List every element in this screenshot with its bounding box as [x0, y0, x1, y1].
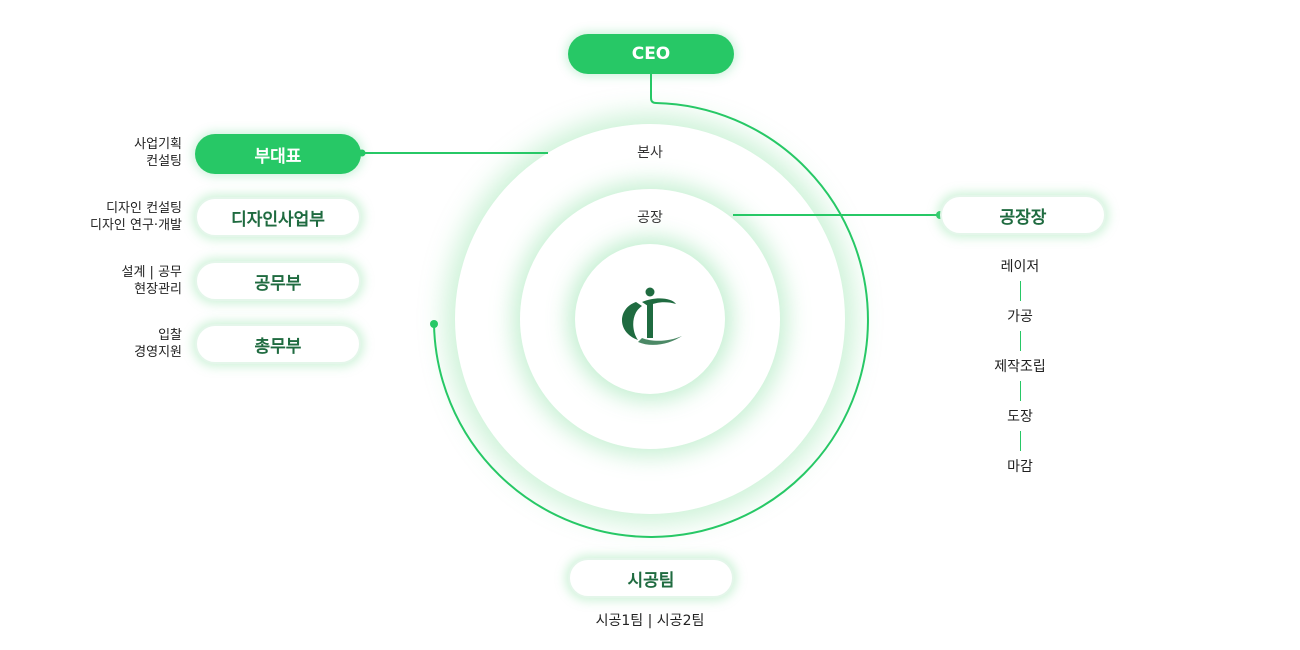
design-division-box: 디자인사업부 — [195, 197, 361, 237]
desc-line: 설계 | 공무 — [121, 265, 183, 280]
design-division-desc: 디자인 컨설팅 디자인 연구·개발 — [90, 200, 182, 234]
factory-process-item: 제작조립 — [994, 359, 1046, 375]
arc-end-dot — [430, 320, 438, 328]
desc-line: 현장관리 — [134, 282, 182, 297]
desc-line: 디자인 연구·개발 — [90, 218, 182, 233]
general-affairs-label: 총무부 — [254, 336, 302, 357]
general-affairs-desc: 입찰 경영지원 — [134, 327, 182, 361]
construction-team-label: 시공팀 — [627, 570, 675, 591]
process-separator — [1019, 381, 1021, 401]
desc-line: 입찰 — [158, 328, 182, 343]
factory-manager-box: 공장장 — [940, 195, 1106, 235]
construction-team-box: 시공팀 — [568, 558, 734, 598]
desc-line: 경영지원 — [134, 345, 182, 360]
factory-process-item: 레이저 — [1000, 259, 1040, 275]
construction-team-sub: 시공1팀 | 시공2팀 — [595, 613, 705, 629]
vice-president-box: 부대표 — [195, 134, 361, 174]
factory-manager-label: 공장장 — [999, 207, 1047, 228]
process-separator — [1019, 331, 1021, 351]
company-logo-icon — [622, 287, 682, 345]
headquarters-label: 본사 — [637, 145, 663, 161]
factory-process-item: 가공 — [1007, 309, 1033, 325]
process-separator — [1019, 431, 1021, 451]
construction-dept-desc: 설계 | 공무 현장관리 — [122, 264, 183, 298]
vice-president-label: 부대표 — [254, 146, 302, 167]
desc-line: 컨설팅 — [146, 154, 182, 169]
general-affairs-box: 총무부 — [195, 324, 361, 364]
desc-line: 디자인 컨설팅 — [106, 201, 182, 216]
factory-process-item: 마감 — [1007, 459, 1033, 475]
process-separator — [1019, 281, 1021, 301]
factory-process-list: 레이저 가공 제작조립 도장 마감 — [970, 256, 1070, 478]
design-division-label: 디자인사업부 — [231, 209, 325, 230]
ceo-label: CEO — [631, 44, 671, 64]
factory-process-item: 도장 — [1007, 409, 1033, 425]
ceo-box: CEO — [568, 34, 734, 74]
factory-ring-label: 공장 — [637, 210, 663, 226]
construction-dept-box: 공무부 — [195, 261, 361, 301]
desc-line: 사업기획 — [134, 137, 182, 152]
construction-dept-label: 공무부 — [254, 273, 302, 294]
vice-president-desc: 사업기획 컨설팅 — [134, 136, 182, 170]
